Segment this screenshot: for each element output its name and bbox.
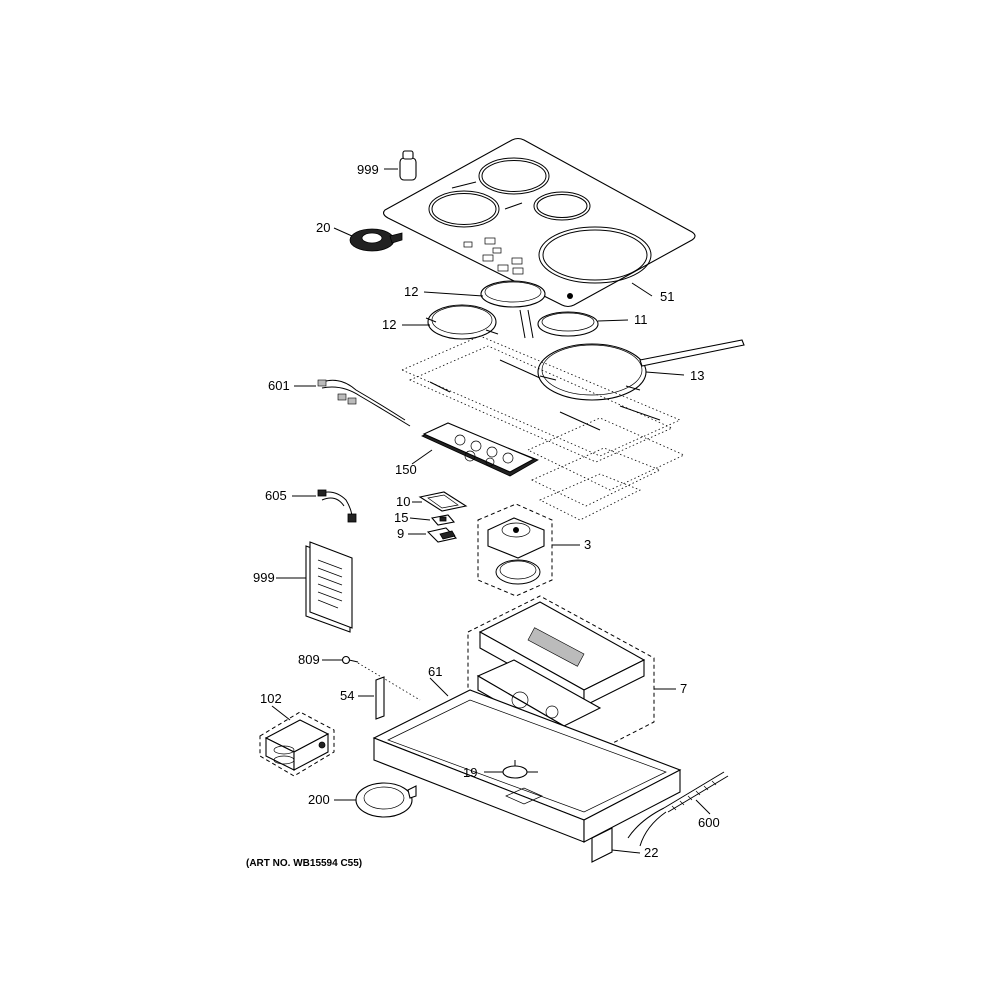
callout-7-power-board: 7 — [680, 681, 687, 696]
part-12-element-front — [402, 304, 534, 340]
part-200-grommet — [334, 782, 417, 818]
callout-10: 10 — [396, 494, 410, 509]
callout-999-manual: 999 — [253, 570, 275, 585]
callout-200-grommet: 200 — [308, 792, 330, 807]
part-10-window — [412, 491, 468, 512]
part-601-wire-harness — [294, 379, 411, 427]
part-3-fan-assembly — [477, 503, 580, 597]
part-61-bottom-box — [372, 677, 682, 843]
callout-9: 9 — [397, 526, 404, 541]
callout-600-cord: 600 — [698, 815, 720, 830]
part-7-power-board — [467, 595, 676, 771]
callout-150-board: 150 — [395, 462, 417, 477]
callout-20-tape: 20 — [316, 220, 330, 235]
part-999-manual — [276, 541, 353, 633]
part-11-element — [537, 311, 629, 337]
callout-102-terminal: 102 — [260, 691, 282, 706]
part-999-bottle — [384, 150, 417, 181]
dotted-support-tray — [400, 335, 685, 521]
callout-15: 15 — [394, 510, 408, 525]
part-102-terminal-block — [259, 705, 335, 777]
callout-19-mount: 19 — [463, 765, 477, 780]
callout-3-fan: 3 — [584, 537, 591, 552]
part-13-large-element — [537, 339, 745, 401]
callout-51-glass-top: 51 — [660, 289, 674, 304]
part-19-mount — [484, 760, 538, 779]
part-9-sensor — [408, 527, 458, 543]
callout-61-box: 61 — [428, 664, 442, 679]
part-809-screw — [322, 655, 421, 701]
part-12-element-rear — [423, 280, 546, 308]
callout-12-rear: 12 — [404, 284, 418, 299]
callout-54-bracket: 54 — [340, 688, 354, 703]
part-605-harness — [292, 489, 357, 523]
callout-13-large-element: 13 — [690, 368, 704, 383]
callout-12-front: 12 — [382, 317, 396, 332]
callout-22-label: 22 — [644, 845, 658, 860]
callout-601-harness: 601 — [268, 378, 290, 393]
callout-999-bottle: 999 — [357, 162, 379, 177]
callout-11-element: 11 — [634, 312, 648, 327]
part-51-glass-top — [383, 137, 696, 308]
part-20-tape-roll — [333, 227, 403, 252]
part-54-bracket — [358, 676, 385, 720]
callout-605-harness: 605 — [265, 488, 287, 503]
art-number: (ART NO. WB15594 C55) — [246, 858, 362, 869]
part-600-power-cord — [627, 771, 729, 847]
part-22-label — [591, 827, 641, 863]
part-15-clip — [409, 514, 456, 526]
part-150-control-board — [411, 422, 539, 477]
callout-809-screw: 809 — [298, 652, 320, 667]
